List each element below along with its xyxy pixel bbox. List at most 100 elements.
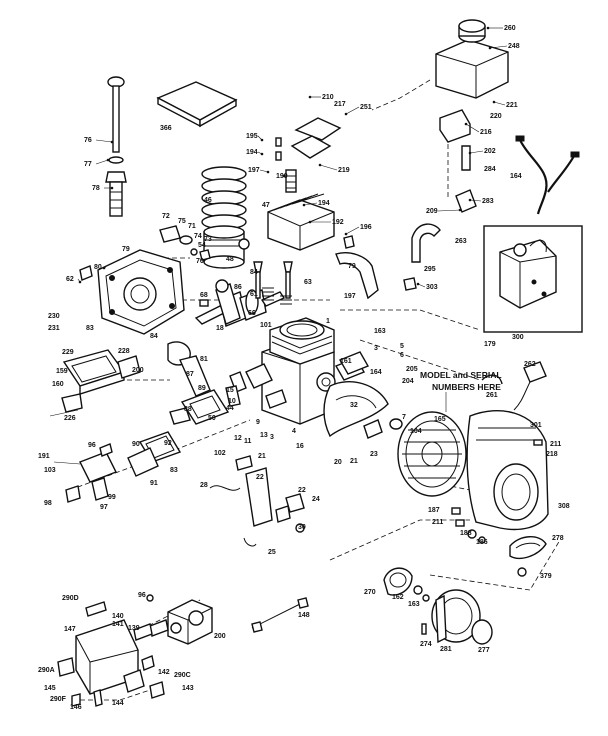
part-number-label: 83 — [170, 467, 178, 474]
part-callout: 16 — [296, 443, 304, 450]
leader-dot — [464, 122, 468, 126]
part-number-label: 71 — [188, 223, 196, 230]
part-number-label: 16 — [296, 443, 304, 450]
part-callout: 80 — [94, 264, 107, 271]
part-number-label: 54 — [198, 242, 206, 249]
part-number-label: 195 — [246, 133, 258, 140]
part-callout: 70 — [196, 258, 204, 265]
part-callout: 202 — [468, 148, 496, 155]
part-number-label: 202 — [484, 148, 496, 155]
part-callout: 160 — [52, 381, 64, 388]
leader-dot — [468, 151, 472, 155]
part-number-label: 76 — [84, 137, 92, 144]
part-number-label: 186 — [476, 539, 488, 546]
part-number-label: 89 — [198, 385, 206, 392]
leader-dot — [110, 186, 114, 190]
part-callout: 84 — [150, 333, 158, 340]
part-callout: 216 — [464, 122, 492, 136]
part-callout: 148 — [298, 612, 310, 619]
part-callout: 142 — [158, 669, 170, 676]
part-callout: 25 — [268, 549, 276, 556]
dipstick-assembly — [105, 76, 127, 217]
part-callout: 147 — [64, 626, 76, 633]
part-callout: 97 — [100, 504, 108, 511]
leader-dot — [318, 163, 322, 167]
part-callout: 7 — [402, 414, 406, 421]
part-callout: 179 — [484, 341, 496, 348]
part-callout: 230 — [48, 313, 60, 320]
part-callout: 191 — [38, 453, 50, 460]
part-number-label: 66 — [248, 310, 256, 317]
leader-dot — [106, 158, 110, 162]
part-callout: 62 — [66, 276, 82, 284]
part-callout: 74 — [194, 233, 202, 240]
part-callout: 46 — [204, 197, 212, 204]
part-callout: 209 — [426, 208, 462, 215]
part-number-label: 217 — [334, 101, 346, 108]
part-number-label: 11 — [244, 438, 252, 445]
part-callout: 281 — [440, 646, 452, 653]
part-callout: 197 — [344, 293, 356, 300]
leader-line — [303, 202, 318, 206]
part-callout: 164 — [510, 173, 522, 180]
part-callout: 89 — [198, 385, 206, 392]
part-number-label: 79 — [348, 263, 356, 270]
part-callout: 260 — [486, 25, 516, 32]
leader-line — [345, 106, 360, 115]
part-number-label: 79 — [122, 246, 130, 253]
part-callout: 48 — [226, 256, 234, 263]
starter-handle — [509, 536, 547, 577]
part-number-label: 46 — [204, 197, 212, 204]
part-number-label: 4 — [292, 428, 296, 435]
part-callout: 83 — [86, 325, 94, 332]
part-callout: 72 — [162, 213, 170, 220]
part-callout: 103 — [44, 467, 56, 474]
part-number-label: 91 — [150, 480, 158, 487]
part-callout: 141 — [112, 621, 124, 628]
part-callout: 5 — [400, 343, 404, 350]
part-callout: 13 — [260, 432, 268, 439]
part-number-label: 25 — [268, 549, 276, 556]
part-number-label: 68 — [200, 292, 208, 299]
part-number-label: 7 — [402, 414, 406, 421]
part-number-label: 22 — [256, 474, 264, 481]
leader-line — [319, 164, 338, 171]
part-number-label: 96 — [138, 592, 146, 599]
part-callout: 83 — [170, 467, 178, 474]
part-number-label: 75 — [178, 218, 186, 225]
starter-pulley-assembly — [383, 567, 493, 645]
part-callout: 261 — [486, 392, 498, 399]
leader-dot — [302, 203, 306, 207]
muffler-assembly — [49, 349, 141, 417]
leader-dot — [266, 170, 270, 174]
part-callout: 278 — [552, 535, 564, 542]
part-number-label: 84 — [150, 333, 158, 340]
leader-dot — [260, 138, 264, 142]
part-number-label: 230 — [48, 313, 60, 320]
part-number-callouts: 2602482212202162021642842832092632953033… — [38, 25, 570, 711]
part-callout: 21 — [350, 458, 358, 465]
part-number-label: 216 — [480, 129, 492, 136]
part-callout: 186 — [476, 539, 488, 546]
part-number-label: 74 — [194, 233, 202, 240]
blower-housing — [466, 361, 549, 531]
part-callout: 217 — [334, 101, 346, 108]
part-callout: 301 — [530, 422, 542, 429]
part-callout: 200 — [214, 633, 226, 640]
part-callout: 96 — [138, 592, 146, 599]
part-callout: 251 — [344, 104, 372, 116]
part-number-label: 278 — [552, 535, 564, 542]
part-callout: 73 — [204, 236, 212, 243]
valve-cover — [275, 117, 342, 193]
part-number-label: 205 — [406, 366, 418, 373]
part-callout: 283 — [468, 198, 494, 205]
part-callout: 262 — [524, 361, 536, 368]
part-number-label: 44 — [226, 405, 234, 412]
part-number-label: 144 — [112, 700, 124, 707]
part-callout: 211 — [550, 441, 561, 448]
part-number-label: 210 — [322, 94, 334, 101]
part-number-label: 229 — [62, 349, 74, 356]
leader-dot — [260, 152, 264, 156]
part-number-label: 3 — [374, 345, 378, 352]
part-number-label: 194 — [318, 200, 330, 207]
